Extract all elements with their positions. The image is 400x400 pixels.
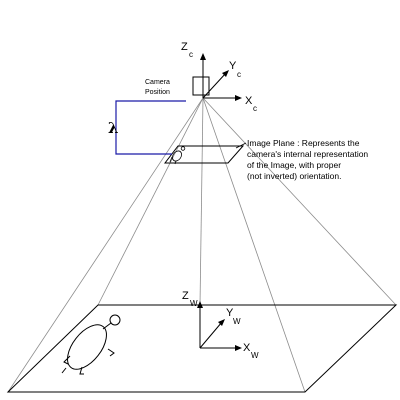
lambda-symbol: λ	[108, 119, 119, 137]
camera-z-arrowhead	[200, 53, 206, 60]
world-axis-arrowheads	[197, 301, 242, 351]
camera-z-subscript: c	[189, 50, 193, 59]
camera-axes	[202, 57, 238, 99]
turtle-leg-front	[107, 348, 115, 357]
projection-line-to-world-origin	[199, 97, 204, 306]
projection-line-front-left	[7, 97, 204, 393]
projection-lines	[7, 97, 397, 393]
image-plane-note-line4: (not inverted) orientation.	[247, 171, 342, 181]
projection-line-back-left	[97, 97, 204, 306]
projection-line-back-right	[202, 97, 397, 306]
world-y-label: Y	[226, 307, 234, 319]
world-axes	[199, 305, 238, 349]
world-z-label: Z	[182, 290, 189, 302]
world-y-axis	[199, 321, 223, 349]
turtle-leg-back	[79, 366, 84, 375]
image-plane-note-line2: camera's internal representation	[247, 149, 368, 159]
world-y-arrowhead	[218, 319, 225, 326]
image-plane-leader-line	[235, 142, 247, 149]
lambda-bracket	[115, 100, 186, 155]
turtle-neck	[102, 322, 112, 330]
turtle-head	[109, 314, 121, 326]
camera-y-subscript: c	[237, 70, 241, 79]
world-x-subscript: W	[251, 351, 259, 360]
image-plane-note-line1: Image Plane : Represents the	[247, 138, 360, 148]
camera-y-label: Y	[229, 60, 237, 72]
image-plane	[163, 145, 245, 164]
camera-body	[192, 76, 210, 96]
turtle-world	[61, 314, 121, 375]
camera-z-label: Z	[181, 41, 188, 53]
world-plane	[6, 304, 398, 393]
image-plane-note-line3: of the Image, with proper	[247, 160, 341, 170]
turtle-leg-left	[63, 355, 71, 365]
turtle-tail	[61, 367, 67, 374]
world-x-arrowhead	[235, 345, 242, 351]
projection-line-front-right	[202, 97, 306, 393]
camera-x-arrowhead	[235, 95, 242, 101]
turtle-image-small	[169, 146, 186, 165]
camera-y-arrowhead	[222, 70, 229, 77]
camera-y-axis	[202, 72, 227, 99]
world-y-subscript: W	[233, 317, 241, 326]
world-x-label: X	[243, 342, 251, 354]
camera-x-subscript: c	[253, 104, 257, 113]
camera-x-label: X	[245, 95, 253, 107]
world-z-arrowhead	[197, 301, 203, 308]
camera-position-label-line1: Camera	[145, 79, 170, 86]
world-z-subscript: W	[190, 299, 198, 308]
turtle-shell	[67, 324, 107, 370]
camera-axis-arrowheads	[200, 53, 242, 101]
camera-position-label-line2: Position	[145, 89, 170, 96]
